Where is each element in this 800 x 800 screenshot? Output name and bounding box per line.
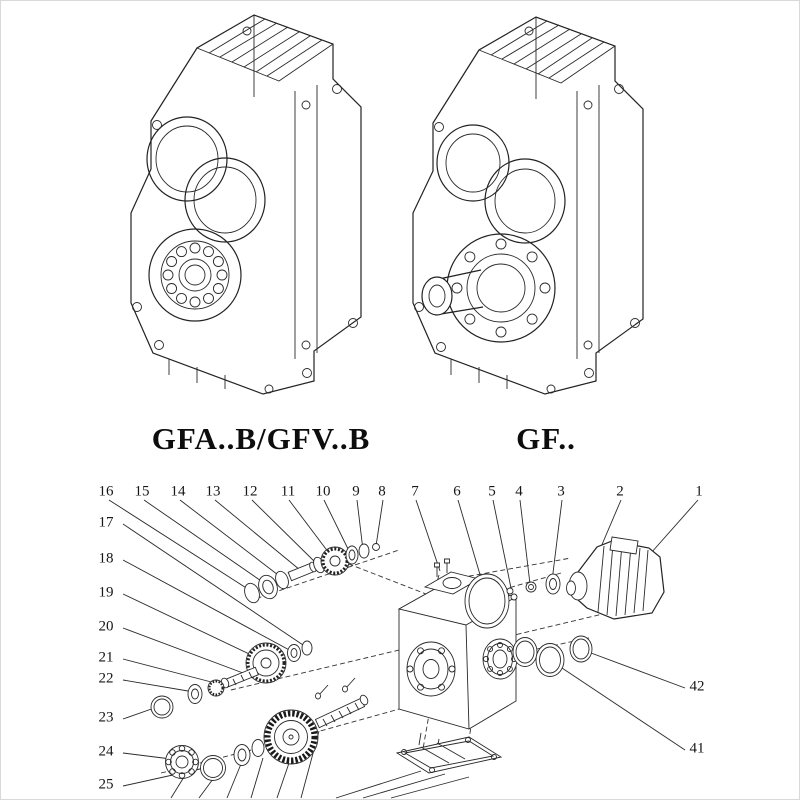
part-number-2: 2: [616, 483, 624, 500]
part-number-22: 22: [98, 670, 114, 687]
part-number-23: 23: [98, 709, 114, 726]
part-number-11: 11: [280, 483, 296, 500]
right-bolt-tabs: [415, 27, 640, 393]
part-number-21: 21: [98, 649, 114, 666]
part-number-10: 10: [315, 483, 331, 500]
model-label-gf: GF..: [516, 421, 576, 456]
motor-part: [567, 537, 665, 619]
input-shaft-parts: [242, 544, 449, 605]
part-number-25: 25: [98, 776, 114, 793]
left-gearbox-drawing: [131, 15, 361, 394]
leader-lines: [109, 500, 698, 798]
part-number-6: 6: [453, 483, 461, 500]
part-number-1: 1: [695, 483, 703, 500]
part-number-14: 14: [170, 483, 186, 500]
part-number-4: 4: [515, 483, 523, 500]
intermediate-gear-parts: [151, 641, 312, 718]
adapter-ring-parts: [465, 574, 592, 679]
left-bolt-tabs: [133, 27, 358, 393]
part-number-15: 15: [134, 483, 150, 500]
right-flange-bolts: [452, 239, 550, 337]
gasket-plate-part: [397, 737, 501, 773]
part-number-16: 16: [98, 483, 114, 500]
part-number-41: 41: [689, 740, 705, 757]
part-number-24: 24: [98, 743, 114, 760]
exploded-assembly-drawing: [109, 500, 698, 798]
left-top-ribs: [209, 19, 322, 76]
part-number-9: 9: [352, 483, 360, 500]
part-number-3: 3: [557, 483, 565, 500]
part-number-5: 5: [488, 483, 496, 500]
output-shaft: [422, 270, 483, 315]
part-number-17: 17: [98, 514, 114, 531]
output-gear-parts: [166, 678, 370, 781]
part-number-18: 18: [98, 550, 114, 567]
model-label-gfab-gfvb: GFA..B/GFV..B: [151, 421, 371, 456]
part-number-20: 20: [98, 618, 114, 635]
right-top-ribs: [491, 21, 604, 78]
part-number-19: 19: [98, 584, 114, 601]
part-number-8: 8: [378, 483, 386, 500]
right-gearbox-drawing: [413, 17, 643, 394]
part-number-12: 12: [242, 483, 258, 500]
part-number-42: 42: [689, 678, 705, 695]
left-bearing-balls: [163, 243, 227, 307]
part-number-7: 7: [411, 483, 419, 500]
part-number-13: 13: [205, 483, 221, 500]
